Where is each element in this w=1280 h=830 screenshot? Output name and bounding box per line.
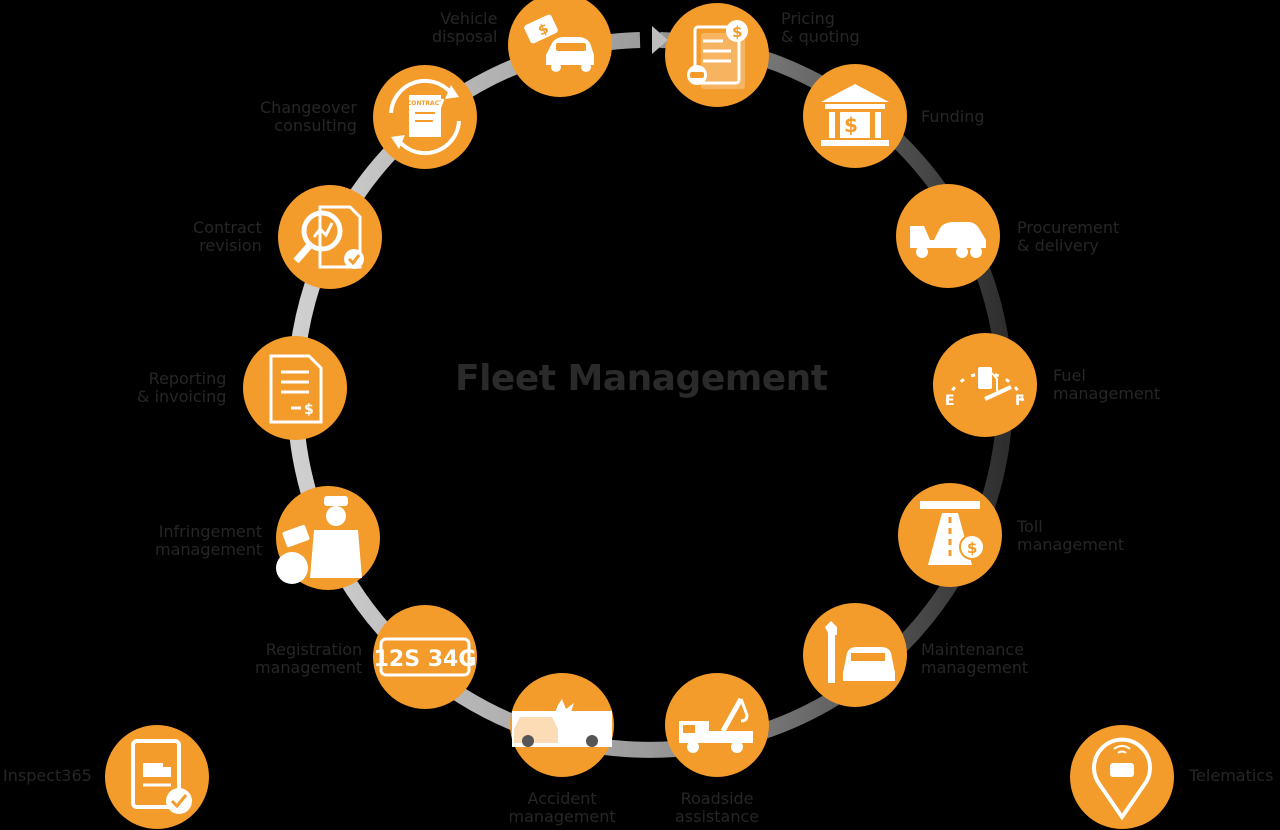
label-funding: Funding xyxy=(921,108,985,126)
label-line: management xyxy=(155,540,263,559)
label-line: Reporting xyxy=(148,369,227,388)
label-inspect365: Inspect365 xyxy=(3,767,92,785)
label-pricing-quoting: Pricing& quoting xyxy=(781,10,860,46)
label-procurement-delivery: Procurement& delivery xyxy=(1017,219,1119,255)
licence-plate-text: 12S 34G xyxy=(374,647,477,672)
label-line: Infringement xyxy=(158,522,263,541)
label-line: Pricing xyxy=(781,9,835,28)
label-line: Toll xyxy=(1017,517,1043,536)
label-line: disposal xyxy=(432,27,498,46)
label-line: Fuel xyxy=(1053,366,1086,385)
label-line: Funding xyxy=(921,107,985,126)
label-line: management xyxy=(1017,535,1125,554)
node-changeover-consulting[interactable]: CONTRACT xyxy=(373,65,477,169)
svg-text:$: $ xyxy=(732,23,742,41)
fuel-gauge-icon: E F xyxy=(945,367,1025,409)
diagram-title: Fleet Management xyxy=(455,358,828,399)
price-document-icon: $ xyxy=(687,20,748,89)
tow-truck-icon xyxy=(679,697,753,753)
tablet-check-icon xyxy=(131,739,192,814)
label-line: Contract xyxy=(193,218,262,237)
node-telematics[interactable] xyxy=(1070,725,1174,829)
label-line: consulting xyxy=(274,116,357,135)
police-officer-icon xyxy=(276,496,362,584)
node-circle xyxy=(243,336,347,440)
label-line: Registration xyxy=(265,640,363,659)
price-tag-car-icon: $ xyxy=(524,14,594,72)
label-line: & invoicing xyxy=(137,387,227,406)
node-infringement-management[interactable] xyxy=(276,486,380,590)
svg-text:$: $ xyxy=(844,113,858,137)
label-line: Roadside xyxy=(680,789,754,808)
node-inspect365[interactable] xyxy=(105,725,209,829)
label-line: Procurement xyxy=(1017,218,1120,237)
node-fuel-management[interactable]: E F xyxy=(933,333,1037,437)
label-line: Inspect365 xyxy=(3,766,92,785)
label-line: revision xyxy=(199,236,262,255)
node-circle xyxy=(373,605,477,709)
label-reporting-invoicing: Reporting& invoicing xyxy=(137,370,226,406)
label-line: management xyxy=(508,807,616,826)
label-line: & delivery xyxy=(1017,236,1099,255)
label-line: & quoting xyxy=(781,27,860,46)
node-roadside-assistance[interactable] xyxy=(665,673,769,777)
node-circle xyxy=(278,185,382,289)
label-line: management xyxy=(1053,384,1161,403)
node-vehicle-disposal[interactable]: $ xyxy=(508,0,612,97)
node-registration-management[interactable]: 12S 34G xyxy=(373,605,477,709)
label-line: Maintenance xyxy=(921,640,1025,659)
label-line: Accident xyxy=(527,789,597,808)
svg-text:F: F xyxy=(1015,393,1025,409)
node-toll-management[interactable]: $ xyxy=(898,483,1002,587)
label-line: Changeover xyxy=(260,98,357,117)
node-contract-revision[interactable] xyxy=(278,185,382,289)
node-reporting-invoicing[interactable]: $ xyxy=(243,336,347,440)
bank-icon: $ xyxy=(821,84,889,146)
node-pricing-quoting[interactable]: $ xyxy=(665,3,769,107)
label-telematics: Telematics xyxy=(1189,767,1273,785)
contract-cycle-icon: CONTRACT xyxy=(389,78,461,156)
node-maintenance-management[interactable] xyxy=(803,603,907,707)
svg-text:E: E xyxy=(945,393,955,409)
node-accident-management[interactable] xyxy=(510,673,614,777)
location-pin-car-icon xyxy=(1092,737,1152,821)
node-funding[interactable]: $ xyxy=(803,64,907,168)
car-crash-icon xyxy=(512,699,612,747)
label-line: Telematics xyxy=(1189,766,1274,785)
toll-road-icon: $ xyxy=(920,501,985,565)
licence-plate-icon: 12S 34G xyxy=(374,637,477,677)
tow-truck-car-icon xyxy=(910,222,986,258)
svg-text:CONTRACT: CONTRACT xyxy=(407,100,444,107)
svg-text:$: $ xyxy=(304,402,314,418)
node-procurement-delivery[interactable] xyxy=(896,184,1000,288)
label-line: assistance xyxy=(675,807,760,826)
svg-text:$: $ xyxy=(967,539,977,557)
label-line: management xyxy=(255,658,363,677)
magnifier-chart-icon xyxy=(293,205,364,269)
ring-arrow-icon xyxy=(652,26,668,54)
label-line: Vehicle xyxy=(440,9,498,28)
wrench-car-icon xyxy=(825,621,895,683)
label-line: management xyxy=(921,658,1029,677)
invoice-icon: $ xyxy=(269,354,323,424)
